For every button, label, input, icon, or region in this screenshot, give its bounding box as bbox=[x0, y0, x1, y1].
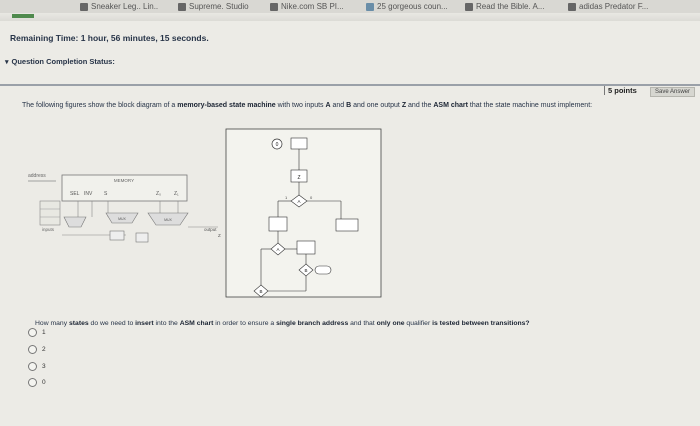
mux-label: MUX bbox=[118, 217, 126, 221]
z0-label: Z₀ bbox=[156, 191, 161, 197]
output-label: output bbox=[204, 227, 217, 232]
points-label: 5 points bbox=[604, 86, 637, 95]
sel-label: SEL bbox=[70, 191, 80, 197]
inv-label: INV bbox=[84, 191, 93, 197]
state-circle bbox=[271, 138, 283, 150]
bookmark-icon bbox=[80, 2, 88, 11]
save-answer-button[interactable]: Save Answer bbox=[650, 87, 696, 97]
question-text: The following figures show the block dia… bbox=[22, 102, 593, 109]
bookmark[interactable]: Sneaker Leg.. Lin.. bbox=[80, 0, 158, 13]
remaining-time: Remaining Time: 1 hour, 56 minutes, 15 s… bbox=[10, 33, 209, 43]
svg-text:MUX: MUX bbox=[164, 218, 172, 222]
answer-option-4[interactable]: 0 bbox=[28, 378, 46, 387]
radio-button[interactable] bbox=[28, 378, 37, 387]
state-box-right bbox=[335, 218, 359, 232]
toolbar-strip bbox=[0, 13, 700, 21]
svg-text:B: B bbox=[259, 289, 262, 294]
answer-option-2[interactable]: 2 bbox=[28, 345, 46, 354]
svg-text:A: A bbox=[276, 247, 279, 252]
divider bbox=[0, 84, 700, 86]
svg-text:1: 1 bbox=[285, 195, 288, 200]
state-box-top bbox=[290, 137, 308, 150]
svg-text:B: B bbox=[304, 268, 307, 273]
radio-button[interactable] bbox=[28, 345, 37, 354]
state-0-label: 0 bbox=[276, 142, 279, 148]
inverter-block bbox=[109, 230, 125, 241]
a-decision-diamond bbox=[290, 194, 308, 208]
output-z: Z bbox=[218, 233, 221, 238]
answer-option-3[interactable]: 3 bbox=[28, 362, 46, 371]
a-decision-diamond-2 bbox=[270, 242, 286, 256]
chevron-down-icon: ▾ bbox=[5, 58, 9, 66]
z-box-label: Z bbox=[297, 175, 300, 181]
answer-option-1[interactable]: 1 bbox=[28, 328, 46, 337]
bookmark[interactable]: Read the Bible. A... bbox=[465, 0, 545, 13]
bookmark-icon bbox=[178, 2, 186, 11]
state-box-lower bbox=[296, 240, 316, 255]
s-label: S bbox=[104, 191, 108, 197]
mux-center bbox=[105, 212, 139, 224]
asm-chart: 0 Z A 1 0 A B B bbox=[225, 128, 382, 298]
bookmark[interactable]: Nike.com SB PI... bbox=[270, 0, 344, 13]
asm-frame bbox=[225, 128, 382, 298]
bookmark[interactable]: adidas Predator F... bbox=[568, 0, 648, 13]
a-diamond-label: A bbox=[297, 199, 300, 204]
state-box-mid bbox=[268, 216, 288, 232]
question-completion-status[interactable]: ▾ Question Completion Status: bbox=[5, 57, 115, 66]
bookmark-icon bbox=[568, 2, 576, 11]
question-prompt: How many states do we need to insert int… bbox=[35, 320, 530, 327]
block-diagram: address MEMORY SEL INV S Z₀ Z₁ MUX MUX i… bbox=[28, 173, 221, 243]
memory-label: MEMORY bbox=[114, 178, 134, 183]
bookmark[interactable]: 25 gorgeous coun... bbox=[366, 0, 448, 13]
mux-right bbox=[147, 212, 189, 226]
memory-block bbox=[61, 174, 188, 202]
address-label: address bbox=[28, 173, 46, 179]
inputs-label: inputs bbox=[42, 227, 55, 232]
bookmark-icon bbox=[270, 2, 278, 11]
register-block bbox=[39, 200, 61, 226]
z1-label: Z₁ bbox=[174, 191, 179, 197]
radio-button[interactable] bbox=[28, 328, 37, 337]
conditional-output bbox=[314, 265, 332, 275]
mux-left bbox=[63, 216, 87, 228]
bookmark-icon bbox=[366, 2, 374, 11]
b-decision-diamond-2 bbox=[253, 284, 269, 298]
bookmarks-bar: Sneaker Leg.. Lin.. Supreme. Studio Nike… bbox=[0, 0, 700, 14]
bookmark[interactable]: Supreme. Studio bbox=[178, 0, 249, 13]
progress-accent bbox=[12, 14, 34, 18]
bookmark-icon bbox=[465, 2, 473, 11]
svg-text:0: 0 bbox=[310, 195, 313, 200]
buffer-block bbox=[135, 232, 149, 243]
radio-button[interactable] bbox=[28, 362, 37, 371]
